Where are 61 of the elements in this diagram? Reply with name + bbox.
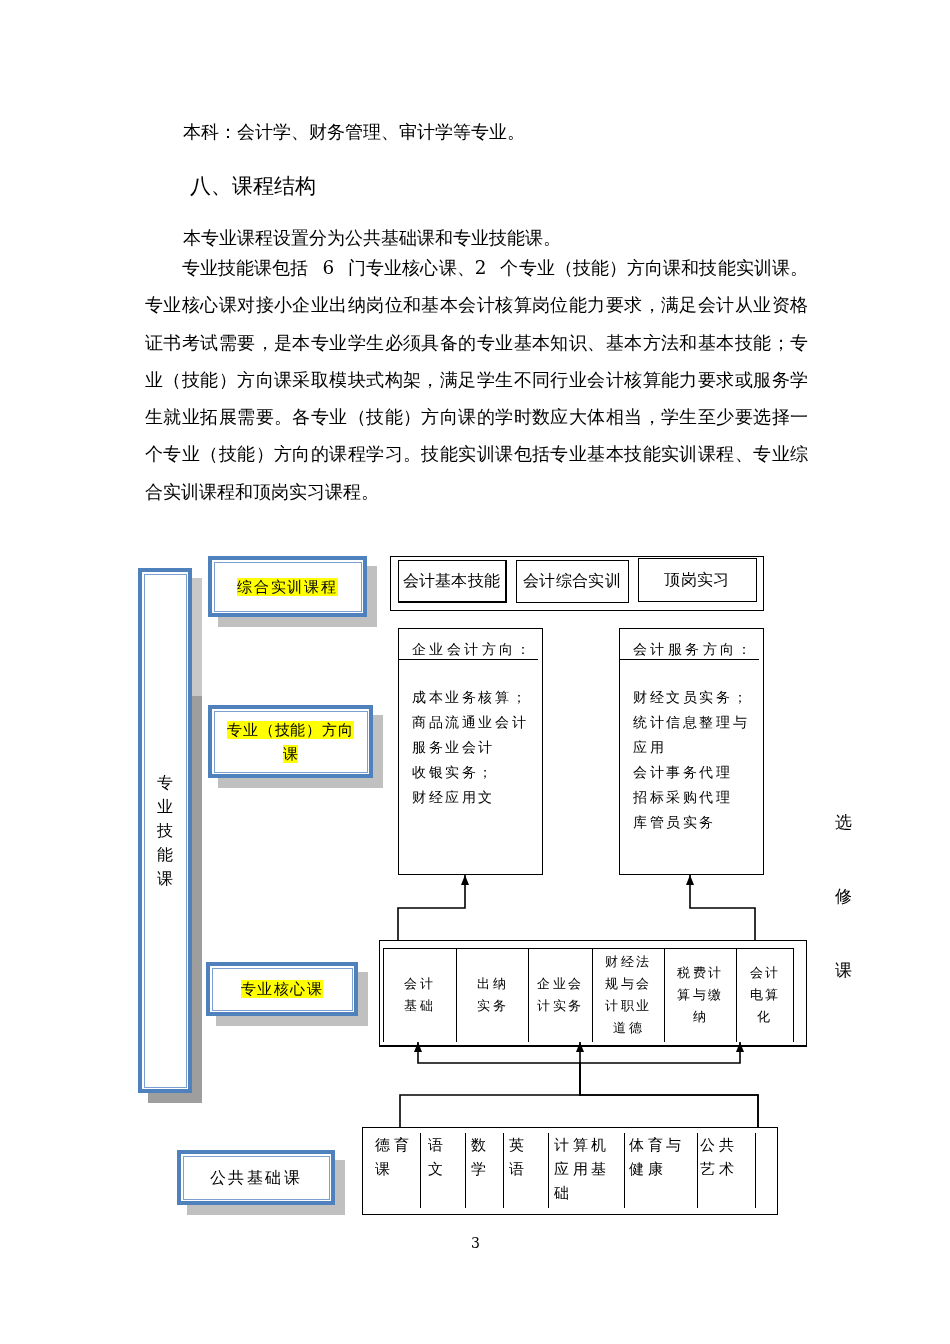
course-column [529,947,593,1042]
course-column [665,947,737,1042]
course-name: 顶岗实习 [664,569,730,590]
arrow [399,1041,581,1128]
paragraph: 专业技能课包括 6 门专业核心课、2 个专业（技能）方向课和技能实训课。专业核心课对接小企业出纳岗位和基本会计核算岗位能力要求，满足会计从业资格证书考试需要，是本专业学生必须具备的专业基本知识、基本方法和基本技能；专业（技能）方向课采取模块式构架，满足学生不同行业会计核算能力要求或服务学生就业拓展需要。各专业（技能）方向课的学时数应大体相当，学生至少要选择一个专业（技能）方向的课程学习。技能实训课包括专业基本技能实训课程、专业综合实训课程和顶岗实习课程。 [145,256,808,504]
direction-box [398,628,543,875]
course-name: 成本业务核算； [412,688,530,707]
course-name: 招标采购代理 [633,788,734,807]
category-label: 专业技能课 [157,771,173,890]
page-number: 3 [471,1234,480,1252]
direction-heading: 会计服务方向： [620,639,759,660]
section-heading: 八、课程结构 [190,173,316,199]
course-name: 会计基础 [403,975,436,1015]
course-box [515,559,629,603]
category-frame [138,568,192,1093]
course-name: 库管员实务 [633,813,717,832]
course-name: 德育课 [375,1134,413,1180]
direction-heading: 企业会计方向： [399,639,538,660]
course-column [698,1132,756,1208]
course-table [379,940,807,1047]
course-name: 数学 [471,1134,491,1180]
course-name: 服务业会计 [412,738,496,757]
arrow [397,874,469,941]
course-table [362,1127,778,1215]
category-frame [208,705,373,778]
category-frame [208,556,367,617]
text-line: 本专业课程设置分为公共基础课和专业技能课。 [183,226,561,250]
course-column [382,947,457,1042]
vertical-label: 选修课 [835,811,852,982]
course-name: 收银实务； [412,763,496,782]
course-name: 会计综合实训 [523,571,621,591]
course-name: 英语 [509,1134,529,1180]
course-name: 体育与健康 [629,1134,686,1180]
course-name: 会计电算化 [749,964,781,1026]
course-column [593,947,665,1042]
course-name: 公共艺术 [700,1134,738,1180]
category-frame [206,962,358,1016]
course-column [457,947,529,1042]
course-name: 会计事务代理 [633,763,734,782]
course-name: 出纳实务 [476,975,509,1015]
category-label: 公共基础课 [210,1167,302,1187]
course-box [637,557,757,602]
category-frame [177,1150,335,1205]
course-name: 财经应用文 [412,788,496,807]
course-name: 财经文员实务； [633,688,751,707]
highlighted-label: 专业核心课 [241,980,323,998]
course-name: 税费计算与缴纳 [676,964,725,1026]
course-name: 计算机应用基础 [554,1134,611,1204]
text-line: 本科：会计学、财务管理、审计学等专业。 [183,120,525,144]
highlighted-label: 综合实训课程 [237,577,338,596]
course-column [737,947,794,1042]
course-name: 会计基本技能 [402,570,501,591]
course-name: 财经法规与会计职业道德 [604,953,653,1037]
course-box [397,559,507,603]
course-name: 统计信息整理与应用 [633,713,751,757]
course-name: 商品流通业会计 [412,713,530,732]
arrow [686,874,756,941]
course-name: 企业会计实务 [536,975,585,1015]
course-name: 语文 [428,1134,448,1180]
direction-box [619,628,764,875]
group-frame [390,556,764,611]
